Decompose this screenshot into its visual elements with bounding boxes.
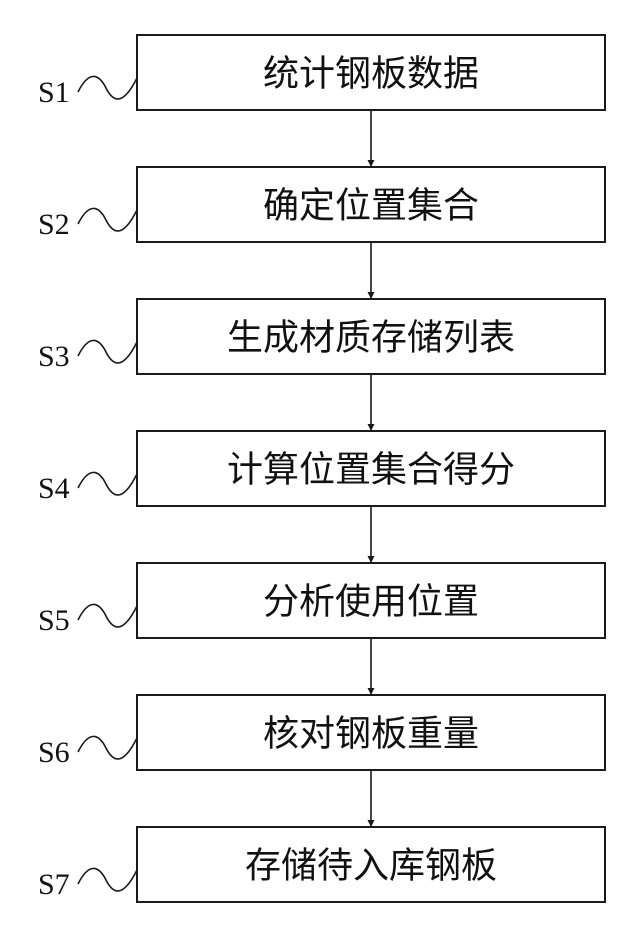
leader-line (78, 736, 137, 759)
step-text: 分析使用位置 (263, 582, 479, 623)
step-text: 确定位置集合 (263, 186, 479, 227)
step-text: 统计钢板数据 (263, 54, 479, 95)
step-label: S6 (38, 736, 70, 769)
step-label: S4 (38, 472, 70, 505)
step-text: 存储待入库钢板 (245, 846, 497, 887)
step-5: 分析使用位置 S5 (38, 563, 605, 638)
step-label: S5 (38, 604, 70, 637)
step-label: S1 (38, 76, 70, 109)
step-7: 存储待入库钢板 S7 (38, 827, 605, 902)
step-4: 计算位置集合得分 S4 (38, 431, 605, 506)
leader-line (78, 472, 137, 495)
leader-line (78, 208, 137, 231)
leader-line (78, 76, 137, 99)
step-label: S3 (38, 340, 70, 373)
step-text: 计算位置集合得分 (227, 450, 515, 491)
leader-line (78, 604, 137, 627)
leader-line (78, 868, 137, 891)
step-text: 生成材质存储列表 (227, 318, 515, 359)
leader-line (78, 340, 137, 363)
step-text: 核对钢板重量 (263, 714, 479, 755)
step-6: 核对钢板重量 S6 (38, 695, 605, 770)
step-label: S2 (38, 208, 70, 241)
step-3: 生成材质存储列表 S3 (38, 299, 605, 374)
step-label: S7 (38, 868, 70, 901)
step-1: 统计钢板数据 S1 (38, 35, 605, 110)
step-2: 确定位置集合 S2 (38, 167, 605, 242)
steps: 统计钢板数据 S1 确定位置集合 S2 生成材质存储列表 S3 计算位置集合得分 S4 分析使用… (38, 35, 605, 902)
